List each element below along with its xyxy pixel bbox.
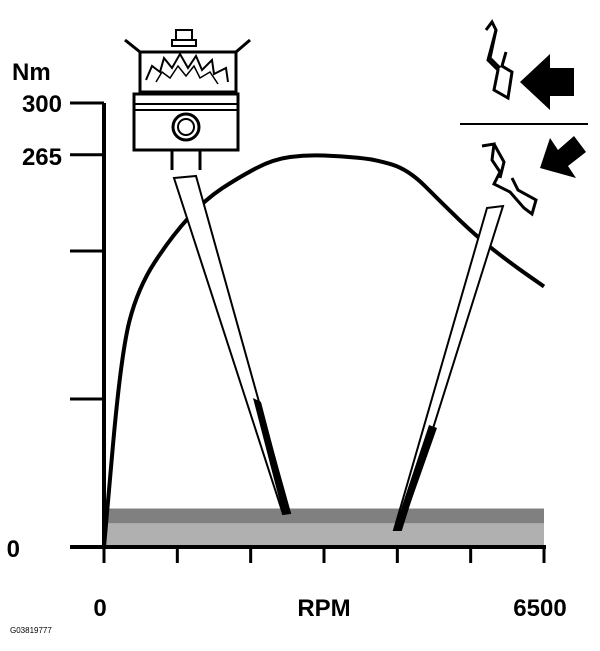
shaded-band-1 [104,508,544,524]
x-axis-title: RPM [297,595,350,622]
axes-layer [70,101,546,563]
piston-cylinder-illustration [124,29,251,170]
x-tick-label-0: 0 [93,595,106,622]
series-layer [102,153,546,548]
y-tick-label-300: 300 [22,91,62,118]
y-tick-label-265: 265 [22,144,62,171]
valve-spring-icon-lower [481,142,538,217]
arrow-left-icon-upper [520,54,574,110]
x-tick-label-6500: 6500 [513,595,566,622]
bands-layer [104,508,544,547]
y-axis-unit-label: Nm [12,59,51,86]
torque-curve-line-0 [102,153,546,548]
image-code-label: G03819777 [10,626,52,635]
right-pointer-wedge [392,204,505,531]
y-tick-label-0: 0 [7,536,20,563]
left-pointer-wedge [172,174,292,516]
shaded-band-0 [104,523,544,547]
arrow-left-icon-lower [540,136,586,178]
valve-spring-icon-upper [484,19,514,101]
